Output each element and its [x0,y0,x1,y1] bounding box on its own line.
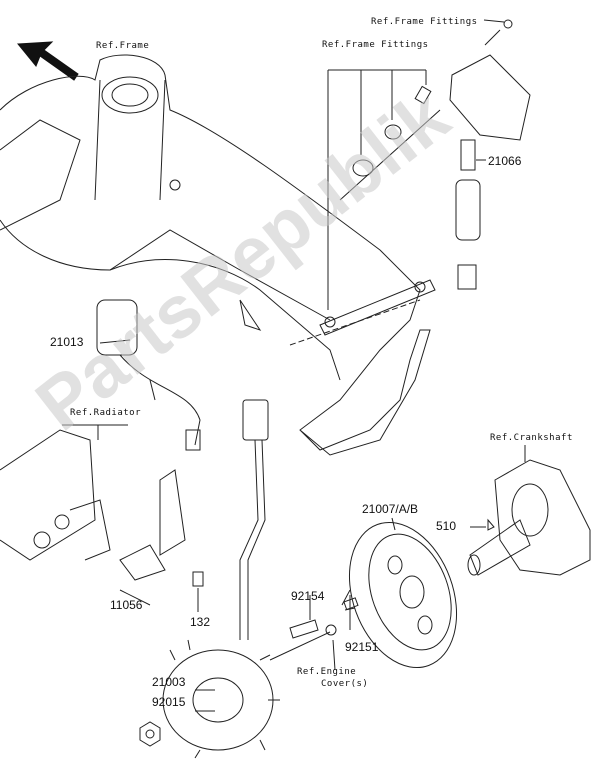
part-label-21013: 21013 [50,335,84,349]
frame-fittings-drawing [289,69,436,346]
ref-frame-label: Ref.Frame [96,41,150,51]
part-label-11056: 11056 [110,598,143,612]
stator-21003-drawing [139,639,280,759]
ref-engine-cover-label-line1: Ref.Engine [297,667,357,677]
relay-21013-drawing [96,299,201,556]
frame-drawing [0,54,431,456]
part-label-92151: 92151 [345,640,379,654]
part-label-21007: 21007/A/B [362,502,419,516]
crankshaft-drawing [467,445,591,576]
ref-frame-fittings-label: Ref.Frame Fittings [322,40,429,50]
part-label-21066: 21066 [488,154,522,168]
bolt-132-drawing [119,544,204,612]
rotor-21007-drawing [348,517,458,669]
ref-frame-fittings-top-label: Ref.Frame Fittings [371,17,478,27]
part-label-92154: 92154 [291,589,325,603]
bolts-92154-92151-drawing [269,589,359,671]
stator-wiring-drawing [239,399,269,640]
ref-crankshaft-label: Ref.Crankshaft [490,433,573,443]
part-label-132: 132 [190,615,211,629]
radiator-drawing [0,424,128,561]
ref-engine-cover-label-line2: Cover(s) [321,679,369,689]
part-label-92015: 92015 [152,695,186,709]
part-label-510: 510 [436,519,457,533]
regulator-21066-drawing [339,19,531,290]
part-label-21003: 21003 [152,675,186,689]
ref-radiator-label: Ref.Radiator [70,408,142,418]
arrow-up-left-icon [16,41,79,81]
